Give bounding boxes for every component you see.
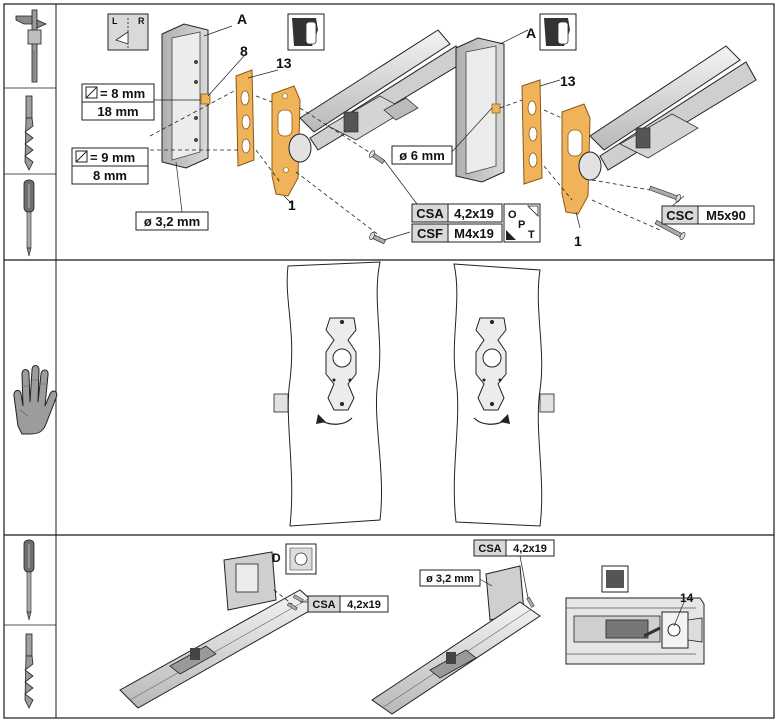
- bracket-detail-icon: [539, 13, 577, 51]
- detail-4-icon: [601, 565, 629, 593]
- bracket-detail-icon: [287, 13, 325, 51]
- screw-icon: [369, 231, 386, 245]
- svg-text:ø 3,2 mm: ø 3,2 mm: [144, 214, 200, 229]
- dim-drill-3-2: ø 3,2 mm: [135, 211, 209, 231]
- svg-text:ø 3,2 mm: ø 3,2 mm: [426, 573, 474, 585]
- drill-bit-icon: [24, 95, 34, 171]
- door-frame-panel: [455, 37, 505, 183]
- screw-label-csf: CSF M4x19: [411, 223, 503, 243]
- label-13: 13: [276, 55, 292, 71]
- detail-D-icon: [285, 543, 317, 575]
- dim-square-8: = 8 mm: [81, 83, 155, 103]
- label-A: A: [526, 25, 536, 41]
- mounting-plate-13: [235, 69, 255, 167]
- door-frame-panel: [161, 23, 209, 169]
- svg-text:CSA: CSA: [416, 206, 444, 221]
- svg-text:CSA: CSA: [478, 543, 501, 555]
- hinge-plate-right: [475, 317, 507, 411]
- long-screw-icon: [648, 185, 681, 203]
- sliding-rail: [288, 29, 465, 163]
- door-panel-right: [453, 263, 555, 527]
- gloved-hand-icon: [13, 365, 58, 435]
- step3-right-assembly: CSA 4,2x19 ø 3,2 mm: [371, 539, 555, 715]
- screw-label-csa: CSA 4,2x19: [307, 595, 389, 613]
- label-A: A: [237, 11, 247, 27]
- svg-text:8 mm: 8 mm: [93, 168, 127, 183]
- step3-detail-assembly: 14: [565, 565, 705, 665]
- screw-label-csa: CSA 4,2x19: [411, 203, 503, 223]
- screw-icon: [286, 602, 298, 611]
- opt-icon: O P T: [503, 203, 541, 243]
- svg-text:M5x90: M5x90: [706, 208, 746, 223]
- svg-text:T: T: [528, 229, 535, 241]
- svg-text:4,2x19: 4,2x19: [347, 599, 381, 611]
- label-1: 1: [574, 233, 582, 249]
- frame: [3, 3, 775, 719]
- sliding-rail: [578, 45, 757, 181]
- svg-text:4,2x19: 4,2x19: [513, 543, 547, 555]
- svg-text:CSA: CSA: [312, 599, 335, 611]
- square-hole-icon: [85, 86, 98, 99]
- svg-text:CSF: CSF: [417, 226, 443, 241]
- svg-text:= 9 mm: = 9 mm: [90, 150, 135, 165]
- hinge-plate-left: [325, 317, 357, 411]
- step1-right-assembly: A 13 1 ø 6 mm CSC M5x90: [391, 13, 757, 249]
- left-right-icon: L R: [107, 13, 149, 51]
- svg-text:= 8 mm: = 8 mm: [100, 86, 145, 101]
- label-8: 8: [240, 43, 248, 59]
- dim-drill-6: ø 6 mm: [391, 145, 453, 165]
- long-screw-icon: [654, 219, 686, 241]
- step3-left-assembly: D CSA 4,2x19: [119, 543, 389, 709]
- caliper-icon: [15, 9, 47, 83]
- insert-block-8: [200, 93, 211, 105]
- screwdriver-icon: [23, 179, 35, 257]
- step2-adjustment: [273, 261, 555, 527]
- door-panel-left: [273, 261, 383, 527]
- bracket-1: [561, 103, 591, 215]
- svg-text:4,2x19: 4,2x19: [454, 206, 494, 221]
- label-14: 14: [680, 591, 694, 605]
- svg-text:M4x19: M4x19: [454, 226, 494, 241]
- dim-square-9: = 9 mm: [71, 147, 149, 167]
- screwdriver-icon: [23, 539, 35, 621]
- screw-icon: [292, 594, 304, 603]
- label-13: 13: [560, 73, 576, 89]
- svg-text:ø 6 mm: ø 6 mm: [399, 148, 445, 163]
- svg-text:O: O: [508, 209, 517, 221]
- label-1: 1: [288, 197, 296, 213]
- dim-8mm: 8 mm: [71, 165, 149, 185]
- dim-drill-3-2: ø 3,2 mm: [419, 569, 481, 587]
- svg-text:R: R: [138, 16, 145, 26]
- dim-18mm: 18 mm: [81, 101, 155, 121]
- svg-text:P: P: [518, 219, 525, 231]
- svg-text:L: L: [112, 16, 118, 26]
- drill-bit-icon: [24, 633, 34, 709]
- step1-left-assembly: A 8 13 1 = 8 mm 18 mm = 9 mm: [71, 11, 541, 245]
- svg-text:CSC: CSC: [666, 208, 694, 223]
- mounting-plate-13: [521, 79, 543, 185]
- screw-label-csc: CSC M5x90: [661, 205, 755, 225]
- screw-label-csa: CSA 4,2x19: [473, 539, 555, 557]
- screw-icon: [368, 150, 386, 165]
- screw-icon: [526, 596, 535, 608]
- svg-text:18 mm: 18 mm: [97, 104, 138, 119]
- bracket-1: [271, 85, 301, 197]
- square-hole-icon: [75, 150, 88, 163]
- label-D: D: [272, 551, 281, 565]
